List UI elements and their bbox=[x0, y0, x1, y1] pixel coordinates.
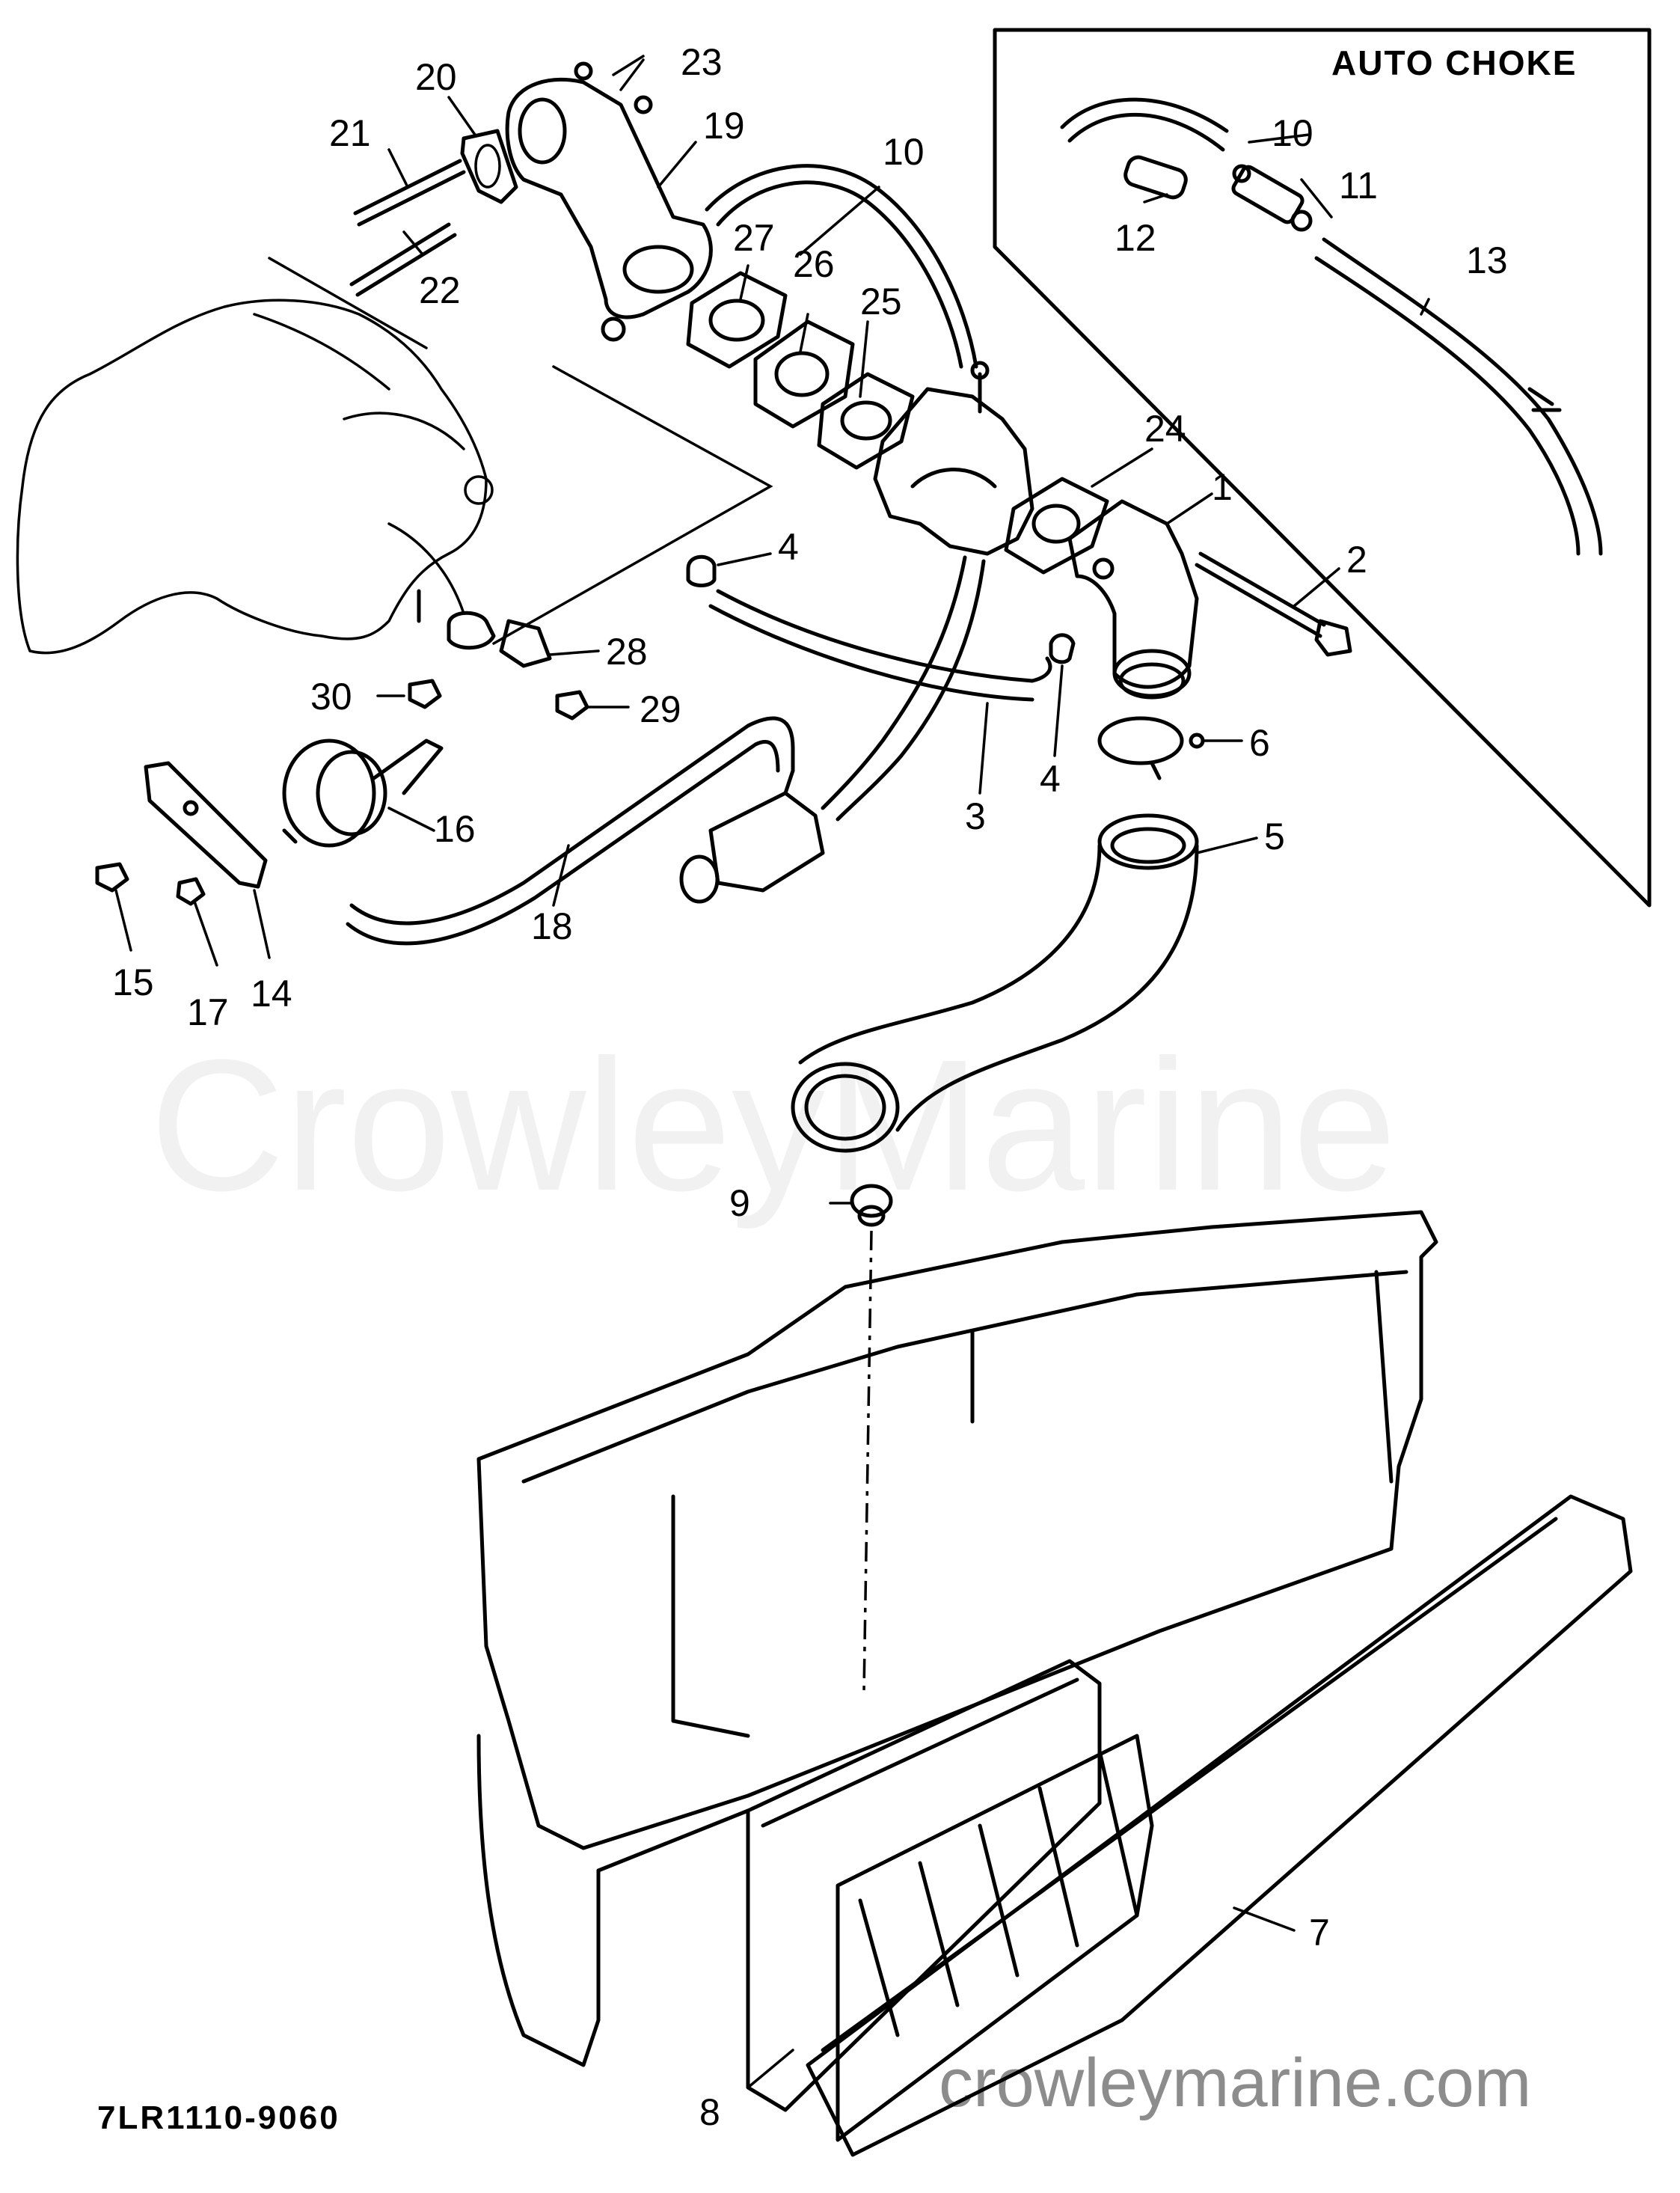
plane-line-2 bbox=[492, 365, 773, 645]
clamp-4b bbox=[1049, 633, 1076, 664]
inset-title: AUTO CHOKE bbox=[1331, 43, 1577, 82]
drawing-code: 7LR1110-9060 bbox=[97, 2099, 340, 2136]
callout-7: 7 bbox=[1309, 1912, 1330, 1954]
callout-4b: 4 bbox=[1040, 758, 1061, 800]
callout-27: 27 bbox=[733, 217, 775, 259]
callout-22: 22 bbox=[419, 269, 461, 311]
inset-hose-13 bbox=[1322, 237, 1603, 556]
callout-8: 8 bbox=[699, 2091, 720, 2133]
callout-16: 16 bbox=[434, 808, 476, 850]
nut-17 bbox=[176, 877, 206, 906]
grommet-9 bbox=[850, 1184, 893, 1227]
callout-11: 11 bbox=[1339, 165, 1378, 207]
callout-10: 10 bbox=[883, 131, 925, 173]
clamp-4a bbox=[686, 554, 717, 587]
gasket-25 bbox=[817, 372, 915, 470]
callout-4a: 4 bbox=[778, 526, 799, 568]
silencer-cover-7 bbox=[806, 1494, 1633, 2157]
callout-13: 13 bbox=[1466, 239, 1508, 281]
callout-5: 5 bbox=[1264, 816, 1285, 857]
callout-9: 9 bbox=[729, 1182, 750, 1224]
part-11-connector bbox=[1231, 164, 1313, 232]
auto-choke-inset: AUTO CHOKE bbox=[993, 28, 1652, 908]
stud-22 bbox=[349, 222, 457, 297]
callout-17: 17 bbox=[187, 991, 229, 1033]
manifold-19 bbox=[505, 61, 713, 342]
callout-1: 1 bbox=[1212, 466, 1233, 508]
bracket-14 bbox=[144, 761, 268, 889]
callout-6: 6 bbox=[1249, 722, 1270, 764]
bracket-28 bbox=[417, 589, 552, 668]
watermark-text: CrowleyMarine bbox=[150, 1021, 1397, 1229]
gasket-20 bbox=[460, 129, 518, 204]
intake-elbow-1 bbox=[1067, 499, 1199, 700]
callout-12: 12 bbox=[1115, 217, 1156, 259]
callout-2: 2 bbox=[1346, 539, 1367, 581]
bolt-29 bbox=[555, 690, 589, 721]
vacuum-hose bbox=[821, 555, 986, 822]
engine-block-outline bbox=[16, 299, 494, 655]
callout-18: 18 bbox=[531, 905, 573, 947]
callout-20: 20 bbox=[415, 56, 457, 98]
clamp-6 bbox=[1097, 716, 1205, 780]
assembly-centerline bbox=[862, 1230, 873, 1692]
callout-28: 28 bbox=[606, 631, 648, 673]
leader-lines bbox=[114, 55, 1430, 2089]
callout-29: 29 bbox=[640, 688, 681, 730]
hose-18 bbox=[346, 716, 795, 946]
callout-21: 21 bbox=[329, 112, 371, 154]
stud-21 bbox=[353, 159, 466, 227]
bolt-2 bbox=[1195, 551, 1352, 657]
gasket-27 bbox=[686, 271, 788, 369]
part-12-plug bbox=[1123, 155, 1188, 200]
callout-23: 23 bbox=[681, 41, 723, 83]
hose-3 bbox=[708, 589, 1052, 702]
callout-19: 19 bbox=[703, 105, 745, 147]
silencer-case bbox=[476, 1210, 1438, 2067]
bolt-30 bbox=[408, 679, 442, 709]
choke-actuator-16 bbox=[282, 738, 444, 848]
plane-line bbox=[268, 257, 428, 349]
callout-14: 14 bbox=[251, 973, 292, 1015]
callout-10-inset: 10 bbox=[1272, 112, 1313, 154]
carburetor bbox=[873, 361, 1034, 556]
callout-15: 15 bbox=[112, 961, 154, 1003]
gasket-24 bbox=[1004, 477, 1109, 575]
callout-25: 25 bbox=[860, 281, 902, 322]
inset-hose-10 bbox=[1060, 97, 1229, 133]
website-text: crowleymarine.com bbox=[939, 2045, 1531, 2121]
hose-10 bbox=[705, 164, 978, 369]
thermo-valve bbox=[679, 768, 825, 904]
callout-30: 30 bbox=[310, 676, 352, 718]
insulator-26 bbox=[753, 319, 855, 429]
callout-24: 24 bbox=[1144, 408, 1186, 450]
callout-26: 26 bbox=[793, 243, 835, 285]
bolt-15 bbox=[95, 862, 129, 893]
callout-labels: 1 2 3 4 4 5 6 7 8 9 10 10 11 12 13 14 15… bbox=[112, 41, 1508, 2133]
callout-3: 3 bbox=[965, 795, 986, 837]
intake-duct-5 bbox=[791, 813, 1199, 1153]
